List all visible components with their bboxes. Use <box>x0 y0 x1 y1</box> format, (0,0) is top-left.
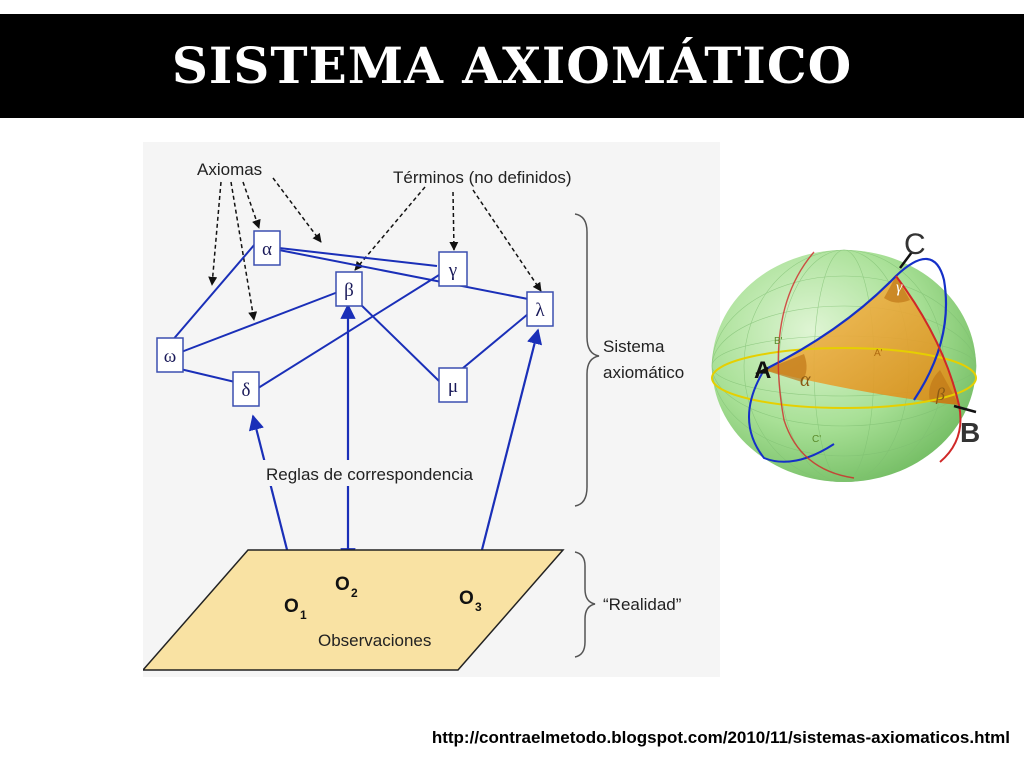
vertex-b-label: B <box>960 417 980 448</box>
edge-beta-omega <box>175 291 339 355</box>
a-prime-label: A' <box>874 348 883 359</box>
realidad-brace <box>574 551 596 658</box>
angle-alpha-label: α <box>800 369 811 391</box>
great-circle-red-back <box>777 251 855 479</box>
edge-omega-delta <box>175 367 236 383</box>
b-prime-label: B' <box>774 336 783 347</box>
o2-subscript: 2 <box>351 586 358 600</box>
rule-arrow-lambda-o3 <box>468 328 543 587</box>
node-mu-label: μ <box>448 376 458 397</box>
term-arrow-lambda <box>472 189 542 292</box>
sistema-label-line1: Sistema <box>603 337 665 356</box>
b-axis-stick <box>953 404 977 414</box>
observation-plane <box>143 549 565 671</box>
angle-gamma-wedge <box>884 276 910 303</box>
angle-alpha-wedge <box>764 354 807 382</box>
term-arrow-gamma <box>449 191 459 251</box>
node-omega-label: ω <box>164 346 177 367</box>
axiom-arrows <box>208 177 322 321</box>
edge-alpha-omega <box>170 236 262 343</box>
angle-beta-label: β <box>935 384 945 404</box>
term-arrows <box>354 186 542 292</box>
reglas-label: Reglas de correspondencia <box>266 465 474 484</box>
spherical-triangle-illustration: C A B B' C' A' α β γ <box>704 220 1004 482</box>
axiom-arrow-alpha <box>242 181 261 229</box>
c-prime-label: C' <box>812 434 821 445</box>
node-lambda-label: λ <box>535 300 545 321</box>
slide-title: SISTEMA AXIOMÁTICO <box>171 36 853 95</box>
axiomatic-system-diagram: Reglas de correspondencia α β γ λ ω <box>143 142 720 677</box>
great-circle-red-front <box>895 275 962 463</box>
o3-letter: O <box>459 588 474 609</box>
o1-subscript: 1 <box>300 608 307 622</box>
realidad-label: “Realidad” <box>603 595 682 614</box>
title-bar <box>0 14 1024 118</box>
o2-letter: O <box>335 574 350 595</box>
node-beta: β <box>335 271 363 307</box>
observation-o3: O 3 <box>459 588 482 614</box>
node-alpha: α <box>253 230 281 266</box>
node-beta-label: β <box>344 280 354 301</box>
sphere-svg: C A B B' C' A' α β γ <box>711 228 980 482</box>
axiom-arrow-beta <box>272 177 322 243</box>
angle-gamma-label: γ <box>896 279 903 296</box>
node-delta-label: δ <box>242 380 251 401</box>
node-gamma: γ <box>438 251 468 287</box>
edge-alpha-lambda <box>278 249 529 300</box>
node-omega: ω <box>156 337 184 373</box>
diagram-svg: Reglas de correspondencia α β γ λ ω <box>143 142 720 677</box>
node-mu: μ <box>438 367 468 403</box>
a-axis-stick <box>755 366 769 376</box>
node-delta: δ <box>232 371 260 407</box>
vertex-c-label: C <box>904 228 926 261</box>
sistema-label-line2: axiomático <box>603 363 684 382</box>
graph-nodes: α β γ λ ω δ μ <box>156 230 554 407</box>
spherical-triangle <box>764 276 959 405</box>
observation-o2: O 2 <box>335 574 358 600</box>
equator-circle <box>711 347 977 409</box>
axiom-arrow-omega <box>208 181 222 286</box>
o3-subscript: 3 <box>475 600 482 614</box>
edge-beta-mu <box>354 298 440 382</box>
great-circle-blue-back <box>748 369 835 463</box>
observaciones-label: Observaciones <box>318 631 431 650</box>
o1-letter: O <box>284 596 299 617</box>
edge-alpha-gamma <box>278 247 438 267</box>
c-axis-stick <box>899 251 913 269</box>
reglas-label-background <box>261 460 496 486</box>
axiom-arrow-delta <box>230 181 258 321</box>
great-circle-blue-front <box>763 257 948 401</box>
source-url[interactable]: http://contraelmetodo.blogspot.com/2010/… <box>431 728 1010 747</box>
axiomas-label: Axiomas <box>197 160 262 179</box>
node-lambda: λ <box>526 291 554 327</box>
vertex-a-label: A <box>754 357 771 384</box>
observation-o1: O 1 <box>284 596 307 622</box>
terminos-label: Términos (no definidos) <box>393 168 572 187</box>
sistema-brace <box>574 213 600 507</box>
node-gamma-label: γ <box>448 260 457 281</box>
node-alpha-label: α <box>262 239 272 260</box>
